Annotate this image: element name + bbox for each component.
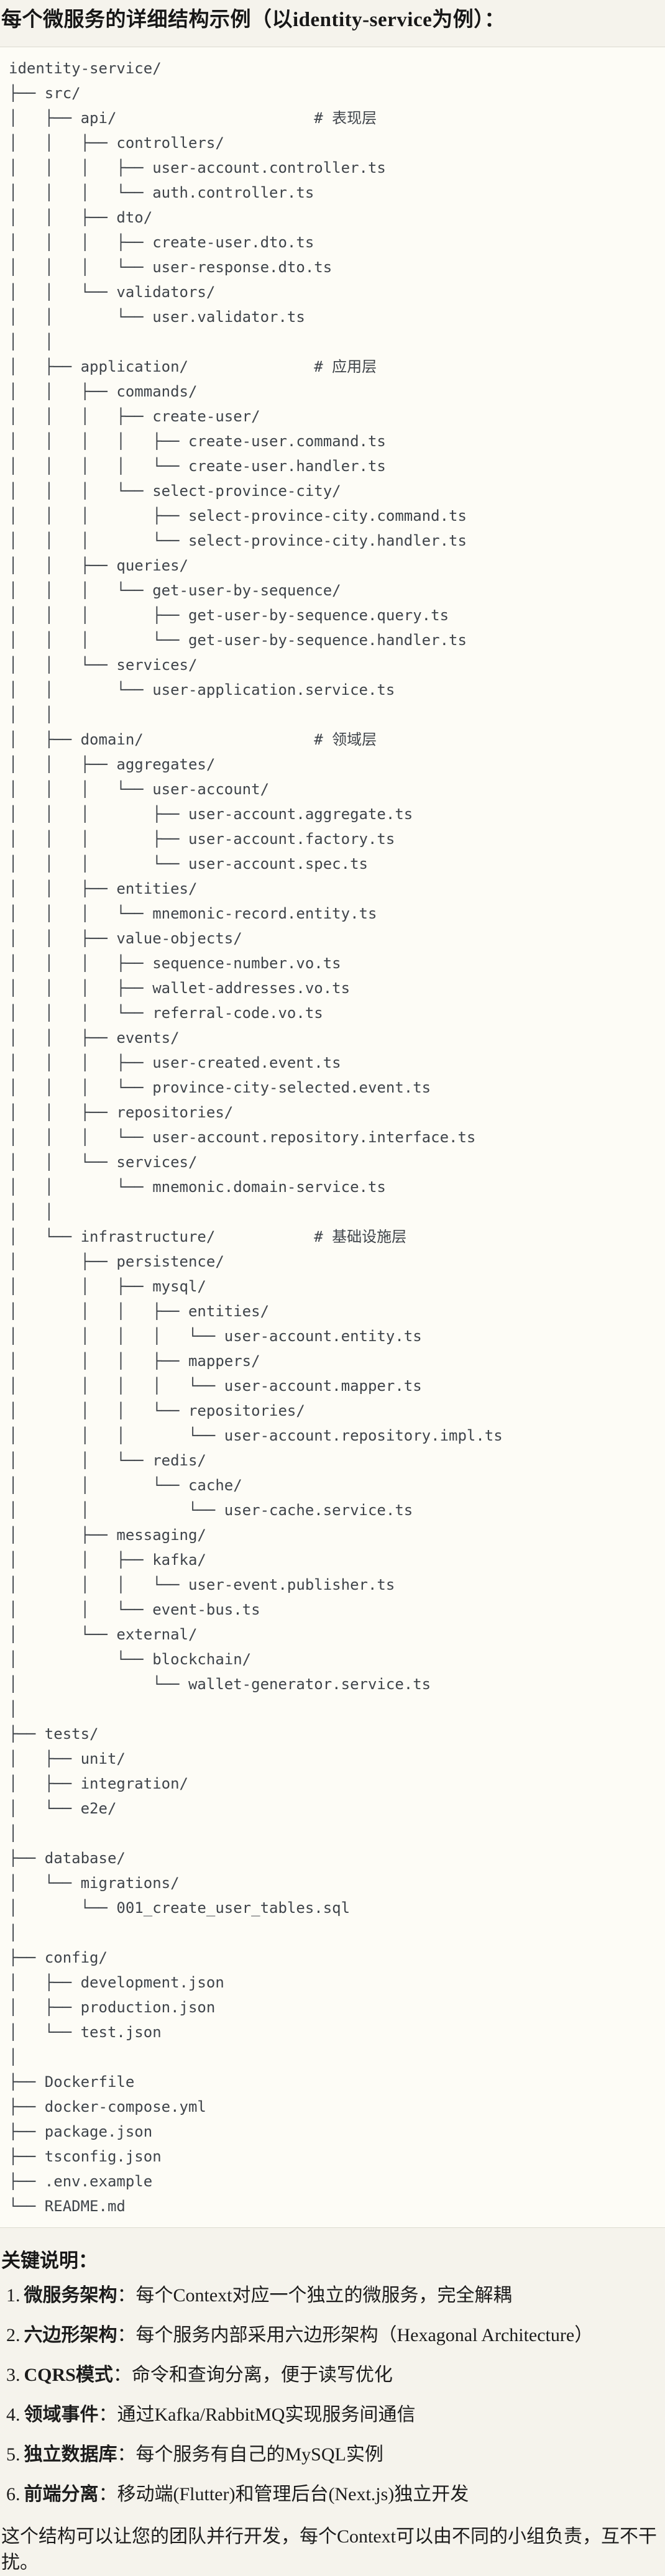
note-item: 2.六边形架构：每个服务内部采用六边形架构（Hexagonal Architec… [6,2322,664,2349]
page-title: 每个微服务的详细结构示例（以identity-service为例）： [1,9,505,31]
closing-paragraph: 这个结构可以让您的团队并行开发，每个Context可以由不同的小组负责，互不干扰… [1,2526,657,2573]
note-number: 3. [6,2364,21,2385]
note-term: 前端分离 [24,2483,99,2505]
note-term: 微服务架构 [24,2285,117,2306]
note-number: 1. [6,2285,21,2306]
note-number: 5. [6,2444,21,2465]
note-item: 3.CQRS模式：命令和查询分离，便于读写优化 [6,2362,664,2388]
note-colon: ： [112,2364,132,2385]
key-notes-section: 关键说明： 1.微服务架构：每个Context对应一个独立的微服务，完全解耦 2… [0,2245,665,2576]
note-number: 4. [6,2404,21,2425]
note-text: 每个Context对应一个独立的微服务，完全解耦 [135,2285,512,2306]
note-colon: ： [117,2324,136,2345]
note-number: 6. [6,2483,21,2505]
code-block: identity-service/ ├── src/ │ ├── api/ # … [0,46,665,2228]
note-term: 独立数据库 [24,2444,117,2465]
note-colon: ： [117,2444,136,2465]
note-item: 1.微服务架构：每个Context对应一个独立的微服务，完全解耦 [6,2283,664,2309]
note-number: 2. [6,2324,21,2345]
note-item: 6.前端分离：移动端(Flutter)和管理后台(Next.js)独立开发 [6,2482,664,2508]
note-colon: ： [117,2285,136,2306]
note-text: 通过Kafka/RabbitMQ实现服务间通信 [117,2404,416,2425]
note-text: 移动端(Flutter)和管理后台(Next.js)独立开发 [117,2483,469,2505]
note-term: CQRS模式 [24,2364,113,2385]
notes-heading: 关键说明： [1,2249,98,2271]
note-term: 领域事件 [24,2404,99,2425]
note-item: 4.领域事件：通过Kafka/RabbitMQ实现服务间通信 [6,2402,664,2428]
note-text: 命令和查询分离，便于读写优化 [131,2364,393,2385]
note-colon: ： [98,2483,117,2505]
note-colon: ： [98,2404,117,2425]
note-item: 5.独立数据库：每个服务有自己的MySQL实例 [6,2442,664,2468]
note-text: 每个服务有自己的MySQL实例 [135,2444,383,2465]
directory-tree: identity-service/ ├── src/ │ ├── api/ # … [9,59,503,2215]
note-term: 六边形架构 [24,2324,117,2345]
notes-list: 1.微服务架构：每个Context对应一个独立的微服务，完全解耦 2.六边形架构… [1,2283,664,2508]
note-text: 每个服务内部采用六边形架构（Hexagonal Architecture） [135,2324,594,2345]
